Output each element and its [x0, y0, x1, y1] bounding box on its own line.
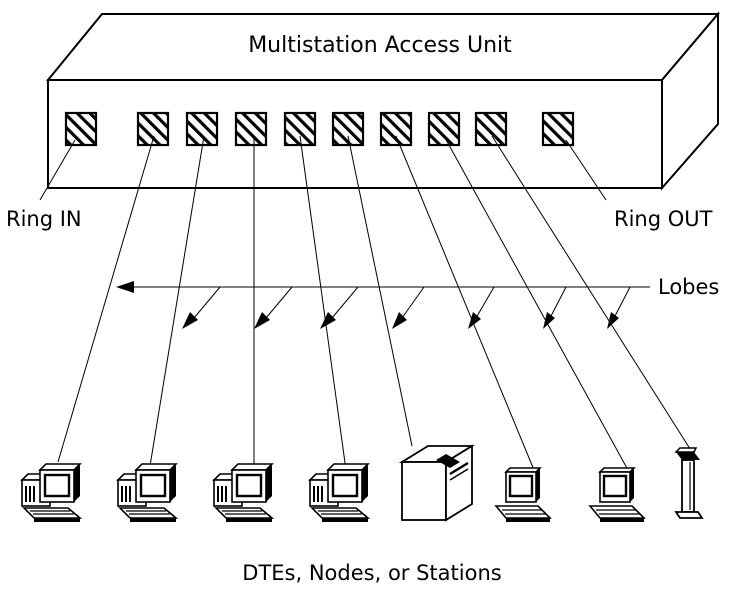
arrow-icon	[320, 312, 336, 329]
stations	[20, 444, 704, 524]
ports	[64, 111, 575, 147]
lobe-cable	[57, 135, 155, 463]
port-ring-in	[64, 111, 98, 147]
lobe-cable	[149, 135, 205, 467]
desktop-pc-icon	[212, 462, 274, 524]
port-lobe-6	[379, 111, 413, 147]
lobe-cable	[347, 135, 413, 447]
desktop-pc-icon	[116, 462, 178, 524]
port-lobe-1	[136, 111, 170, 147]
arrow-icon	[182, 312, 198, 329]
laptop-icon	[588, 466, 646, 524]
lobe-cable	[443, 135, 629, 471]
lobe-cable	[395, 135, 535, 471]
port-lobe-8	[474, 111, 508, 147]
desktop-pc-icon	[308, 462, 370, 524]
ring-out-leader	[565, 139, 607, 201]
arrow-icon	[607, 312, 619, 329]
laptop-icon	[494, 466, 552, 524]
port-ring-out	[541, 111, 575, 147]
lobes-pointer: Lobes	[116, 275, 719, 329]
lobe-cable	[299, 135, 347, 471]
port-lobe-3	[234, 111, 268, 147]
port-lobe-5	[331, 111, 365, 147]
desktop-pc-icon	[20, 462, 82, 524]
arrow-icon	[468, 312, 481, 329]
kiosk-terminal-icon	[674, 447, 704, 519]
port-lobe-4	[283, 111, 317, 147]
arrow-left-icon	[116, 281, 134, 293]
ring-in-label: Ring IN	[6, 207, 82, 231]
lobe-cable	[491, 135, 693, 453]
arrow-icon	[392, 312, 407, 329]
stations-caption: DTEs, Nodes, or Stations	[242, 561, 501, 585]
tower-unit-icon	[398, 444, 476, 522]
arrow-icon	[254, 312, 270, 329]
port-lobe-7	[427, 111, 461, 147]
arrow-icon	[543, 312, 555, 329]
ring-out-label: Ring OUT	[614, 207, 713, 231]
mau-box: Multistation Access Unit	[45, 11, 721, 191]
lobe-cables	[57, 135, 693, 471]
port-lobe-2	[185, 111, 219, 147]
lobes-label: Lobes	[658, 275, 719, 299]
ring-in-leader	[39, 139, 76, 201]
mau-title: Multistation Access Unit	[248, 33, 512, 58]
